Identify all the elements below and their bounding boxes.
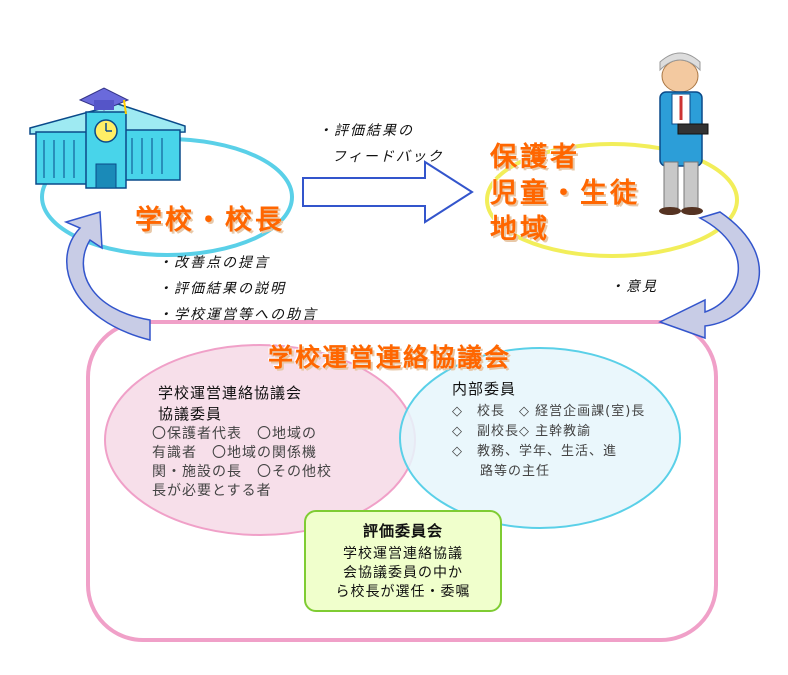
members-body-line: 〇保護者代表 〇地域の [152, 426, 317, 442]
members-heading-line: 協議委員 [158, 405, 223, 423]
feedback-note-line: ・評価結果の [318, 123, 414, 139]
school-action-item: ・学校運営等への助言 [158, 307, 318, 323]
evaluation-body-line: ら校長が選任・委嘱 [335, 584, 471, 600]
internal-heading: 内部委員 [452, 380, 517, 398]
internal-body-line: 路等の主任 [452, 464, 551, 479]
evaluation-body-line: 会協議委員の中か [343, 565, 463, 581]
community-ellipse [485, 142, 739, 258]
members-heading-line: 学校運営連絡協議会 [158, 384, 303, 402]
internal-body-line: ◇ 教務、学年、生活、進 [452, 444, 617, 459]
internal-body: ◇ 校長 ◇ 経営企画課(室)長 ◇ 副校長◇ 主幹教諭 ◇ 教務、学年、生活、… [452, 402, 645, 482]
school-actions: ・改善点の提言 ・評価結果の説明 ・学校運営等への助言 [158, 250, 318, 328]
opinion-note: ・意見 [610, 279, 658, 295]
evaluation-committee-box: 評価委員会 学校運営連絡協議 会協議委員の中か ら校長が選任・委嘱 [304, 510, 502, 612]
community-title: 保護者 児童・生徒 地域 [490, 140, 640, 248]
advice-curve-arrow [63, 211, 151, 341]
members-heading: 学校運営連絡協議会 協議委員 [158, 383, 302, 425]
feedback-note-line: フィードバック [332, 149, 444, 165]
members-body-line: 長が必要とする者 [152, 483, 272, 499]
evaluation-body-line: 学校運営連絡協議 [343, 546, 463, 562]
school-title: 学校・校長 [135, 205, 285, 236]
council-title: 学校運営連絡協議会 [268, 343, 512, 372]
opinion-curve-arrow [658, 211, 761, 340]
school-action-item: ・評価結果の説明 [158, 281, 286, 297]
teacher-person-icon [659, 52, 709, 215]
feedback-note: ・評価結果の フィードバック [318, 118, 444, 170]
school-action-item: ・改善点の提言 [158, 255, 270, 271]
internal-circle [399, 347, 681, 529]
school-building-icon [29, 87, 186, 189]
evaluation-body: 学校運営連絡協議 会協議委員の中か ら校長が選任・委嘱 [306, 545, 500, 602]
feedback-arrow [302, 160, 474, 224]
community-title-line: 保護者 [490, 142, 580, 173]
internal-body-line: ◇ 校長 ◇ 経営企画課(室)長 [452, 404, 646, 419]
community-title-line: 児童・生徒 [490, 178, 640, 209]
members-body-line: 有識者 〇地域の関係機 [152, 445, 317, 461]
members-body-line: 関・施設の長 〇その他校 [152, 464, 332, 480]
community-title-line: 地域 [490, 214, 550, 245]
council-frame [86, 320, 718, 642]
internal-body-line: ◇ 副校長◇ 主幹教諭 [452, 424, 592, 439]
members-body: 〇保護者代表 〇地域の 有識者 〇地域の関係機 関・施設の長 〇その他校 長が必… [152, 425, 332, 501]
evaluation-heading: 評価委員会 [362, 522, 443, 540]
